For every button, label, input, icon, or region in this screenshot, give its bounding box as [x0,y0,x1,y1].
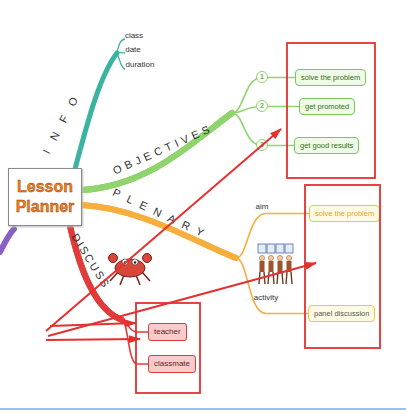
branch-connector [82,78,295,191]
branch-trunk [82,113,232,190]
node-text: solve the problem [301,73,360,82]
node-text: solve the problem [315,209,374,218]
aim-box: solve the problem [309,205,380,222]
callout-number: 1 [256,71,268,83]
frame-line [0,408,406,410]
leaf-label: class [125,31,143,40]
leaf-label: aim [256,202,269,211]
objective-box: solve the problem [295,69,366,86]
team-legs [259,272,292,284]
highlight-frame [287,43,375,178]
crab-eye [132,259,138,265]
branch-label: OBJECTIVES [111,121,215,176]
central-topic: Lesson Planner [8,168,82,226]
team-sign [258,244,266,253]
branch-twig [232,78,295,114]
leaf-label: date [125,45,141,54]
team-body [287,261,292,272]
branch-twig [236,214,309,259]
branch-trunk [70,226,122,320]
red-arrow [46,129,281,331]
team-illustration [258,244,293,284]
red-arrow [50,323,136,326]
crab-pupil [134,261,136,263]
crab-leg [142,272,150,281]
crab-claw [143,254,152,263]
discuss-box: teacher [148,323,187,341]
crab-claw [109,254,118,263]
team-body [269,261,274,272]
branch-twig [122,320,148,364]
branch-trunk [82,113,232,190]
branch-connector [82,205,308,314]
crab-eye [122,259,128,265]
highlight-frame [305,185,380,348]
branch-trunk [70,226,122,320]
crab-pupil [124,261,126,263]
node-text: teacher [154,327,181,337]
team-sign [267,244,275,253]
team-sign [285,244,293,253]
leaf-label: duration [126,60,155,69]
info-branch [75,53,117,169]
team-body [260,261,265,272]
info-twig [117,53,125,69]
callout-number: 3 [256,139,268,151]
branch-connector [82,107,299,191]
node-text: Lesson Planner [11,177,79,217]
node-text: classmate [154,359,190,369]
crab-illustration [109,254,152,286]
team-head [277,255,282,260]
activity-box: panel discussion [308,305,375,322]
red-arrow [46,339,140,340]
leaf-label: activity [254,293,278,302]
node-text: get good results [300,141,353,150]
discuss-box: classmate [148,355,196,373]
team-head [268,255,273,260]
crab-leg [110,272,118,281]
callout-number: 2 [256,100,268,112]
info-twig [117,52,125,54]
node-text: panel discussion [314,309,369,318]
node-text: get promoted [305,102,349,111]
branch-connector [82,113,294,190]
highlight-frame [136,303,200,393]
crab-body [115,259,145,277]
branch-connector [70,226,148,364]
team-head [259,255,264,260]
team-head [286,255,291,260]
info-twig [117,39,125,53]
team-sign [276,244,284,253]
branch-trunk [82,113,232,190]
objective-box: get promoted [299,98,355,115]
objective-box: get good results [294,137,359,154]
team-body [278,261,283,272]
branch-twig [236,258,308,314]
branch-connector [70,226,148,332]
partial-branch [0,229,14,252]
